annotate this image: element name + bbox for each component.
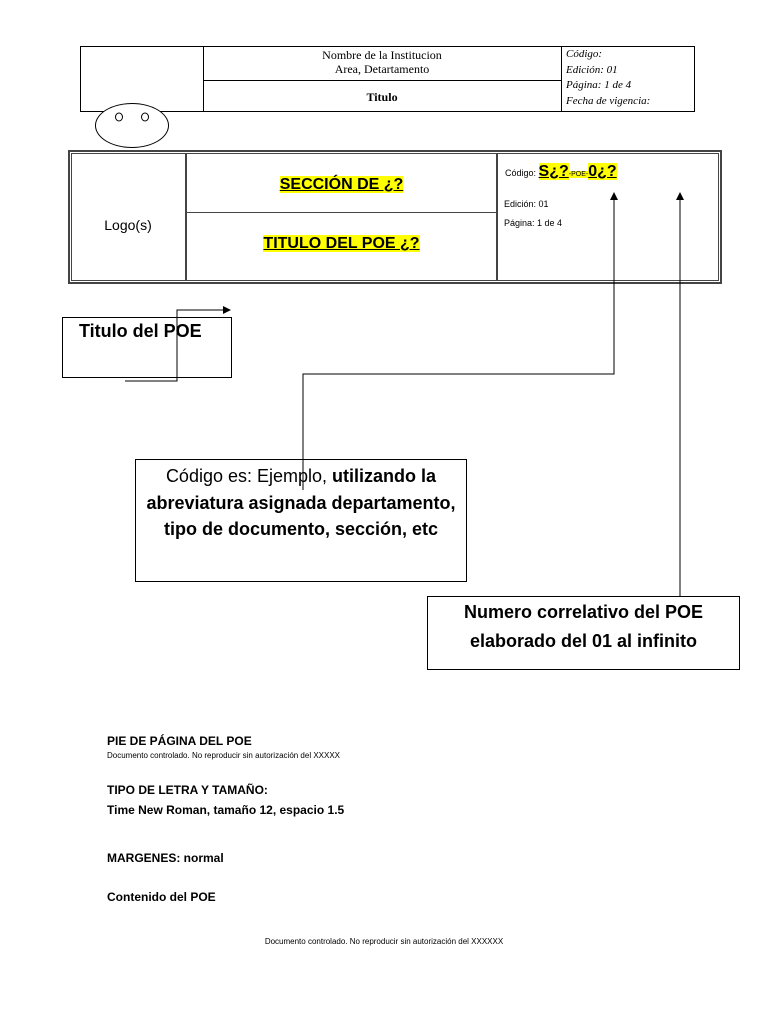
codigo-type: -POE-	[568, 171, 589, 178]
header-table-small	[80, 46, 695, 112]
pagina-label: Página: 1 de 4	[504, 218, 563, 228]
codigo-label: Código:	[505, 168, 537, 178]
header-divider	[203, 80, 561, 81]
header-table-main	[68, 150, 722, 284]
institution-cell: Nombre de la Institucion Area, Detartame…	[203, 48, 561, 76]
font-heading: TIPO DE LETRA Y TAMAÑO:	[107, 783, 268, 797]
footer-example: Documento controlado. No reproducir sin …	[107, 751, 341, 760]
smiley-icon	[95, 103, 169, 148]
edicion-label: Edición: 01	[504, 199, 549, 209]
logo-placeholder: Logo(s)	[104, 217, 152, 233]
header-table-main-inner	[71, 153, 719, 281]
codigo-callout-box	[135, 459, 467, 582]
header-divider	[496, 153, 498, 281]
vigencia-label: Fecha de vigencia:	[566, 94, 651, 107]
edicion-label: Edición: 01	[566, 63, 618, 76]
header-divider	[185, 153, 187, 281]
font-spec: Time New Roman, tamaño 12, espacio 1.5	[107, 803, 345, 817]
header-title: Titulo	[366, 90, 398, 104]
header-divider	[203, 46, 204, 112]
pagina-label: Página: 1 de 4	[566, 79, 632, 91]
titulo-callout-box	[62, 317, 232, 378]
codigo-label: Código:	[566, 48, 603, 60]
header-divider	[561, 46, 562, 112]
titulo-callout-text: Titulo del POE	[79, 321, 202, 341]
codigo-line: Código: S¿?-POE-0¿?	[505, 163, 617, 181]
content-note: Contenido del POE	[107, 890, 216, 904]
institution-name: Nombre de la Institucion	[322, 48, 442, 62]
header-meta: Código: Edición: 01 Página: 1 de 4 Fecha…	[566, 47, 650, 109]
codigo-section: S¿?	[538, 163, 569, 180]
page-footer: Documento controlado. No reproducir sin …	[264, 937, 504, 946]
footer-heading: PIE DE PÁGINA DEL POE	[107, 734, 252, 748]
numero-callout-box	[427, 596, 740, 670]
numero-callout-text: Numero correlativo del POE elaborado del…	[463, 602, 704, 651]
codigo-callout-text: Código es: Ejemplo, utilizando la abrevi…	[146, 466, 456, 539]
section-title: SECCIÓN DE ¿?	[279, 176, 404, 193]
department-name: Area, Detartamento	[334, 62, 430, 76]
poe-title: TITULO DEL POE ¿?	[263, 235, 420, 252]
header-divider	[187, 212, 496, 213]
codigo-number: 0¿?	[588, 163, 617, 180]
margins-note: MARGENES: normal	[107, 851, 224, 865]
